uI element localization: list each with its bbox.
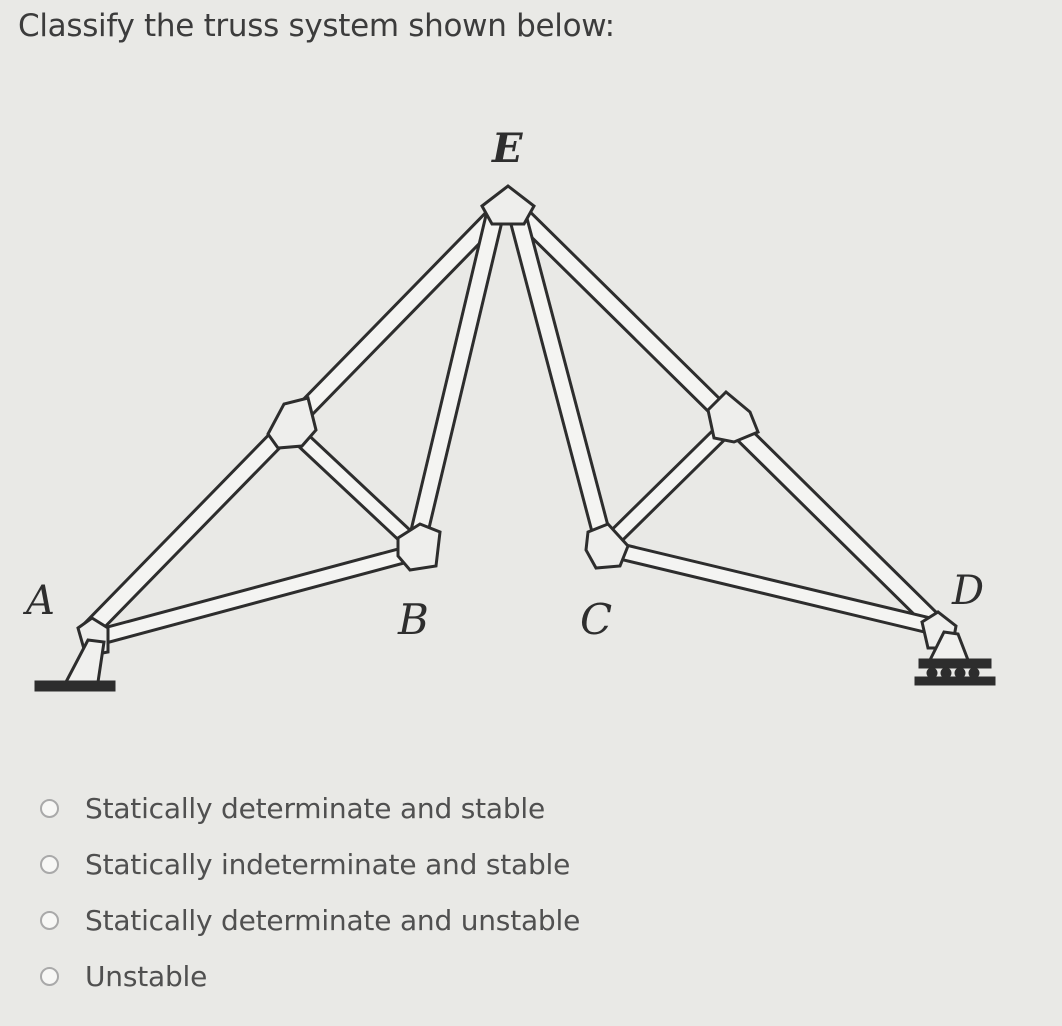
member-ab [85, 543, 419, 649]
gusset-left-panel [266, 396, 318, 450]
member-cd [603, 539, 943, 637]
joint-label-b: B [397, 595, 429, 644]
gusset-plates [76, 184, 958, 658]
option-label: Statically determinate and stable [85, 791, 546, 825]
option-label: Unstable [85, 959, 208, 993]
gusset-right-panel [706, 389, 760, 444]
truss-members [80, 194, 948, 649]
joint-label-a: A [22, 578, 55, 624]
gusset-b [396, 522, 442, 572]
radio-button[interactable] [40, 966, 59, 986]
option-label: Statically determinate and unstable [85, 903, 581, 937]
support-d [914, 630, 996, 686]
member-right-web [599, 415, 739, 553]
answer-options: Statically determinate and stable Static… [40, 780, 580, 1004]
radio-button[interactable] [40, 798, 59, 818]
member-left-web [283, 421, 423, 553]
support-a [34, 638, 116, 692]
truss-diagram: E A B C D [22, 125, 996, 692]
gusset-e [480, 184, 536, 226]
radio-button[interactable] [40, 910, 59, 930]
joint-label-d: D [951, 568, 984, 614]
radio-button[interactable] [40, 854, 59, 874]
member-be [406, 207, 506, 549]
option-2[interactable]: Statically indeterminate and stable [40, 836, 580, 892]
option-1[interactable]: Statically determinate and stable [40, 780, 580, 836]
member-ce [506, 207, 614, 547]
joint-label-e: E [491, 125, 523, 172]
option-label: Statically indeterminate and stable [85, 847, 571, 881]
question-prompt: Classify the truss system shown below: [18, 8, 615, 44]
joint-label-c: C [580, 595, 612, 644]
option-4[interactable]: Unstable [40, 948, 580, 1004]
gusset-c [584, 522, 630, 570]
option-3[interactable]: Statically determinate and unstable [40, 892, 580, 948]
